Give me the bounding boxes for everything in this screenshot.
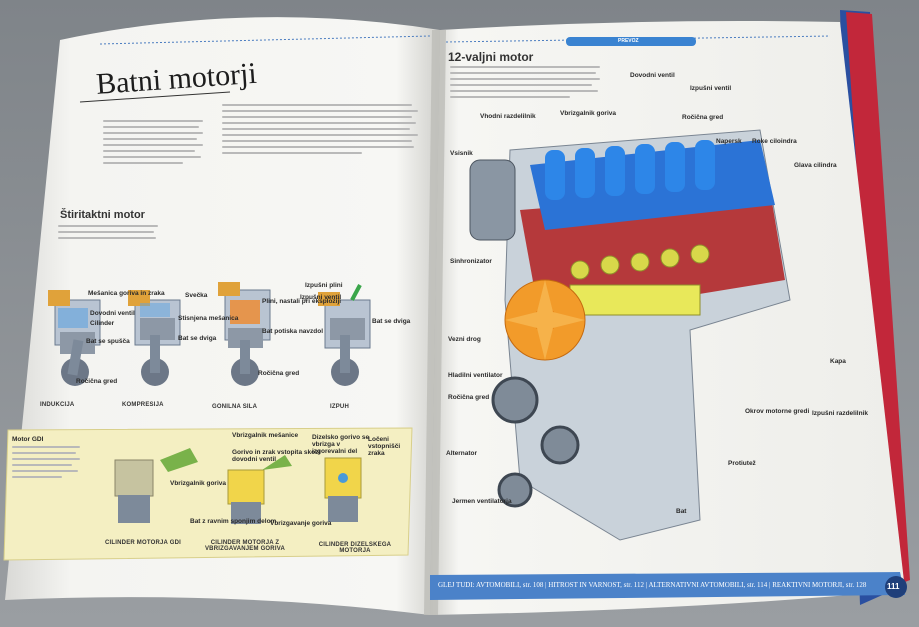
caption-power: GONILNA SILA — [212, 404, 258, 410]
label-alternator: Alternator — [446, 450, 478, 457]
label-cylinder-head: Glava cilindra — [794, 162, 837, 169]
label-cap: Kapa — [830, 358, 846, 365]
label-crankshaft: Ročična gred — [448, 394, 490, 401]
label-inlet-valve: Dovodni ventil — [630, 72, 675, 79]
step3-label-gases: Plini, nastali pri eksploziji — [262, 298, 342, 305]
step1-label-cylinder: Cilinder — [90, 320, 115, 327]
footer-see-also: GLEJ TUDI: AVTOMOBILI, str. 108 | HITROS… — [438, 581, 867, 589]
title-rule — [79, 91, 231, 103]
page-number-circle — [885, 576, 907, 598]
gdi-caption-3: CILINDER DIZELSKEGA MOTORJA — [318, 542, 392, 554]
label-crankcase: Okrov motorne gredi — [745, 408, 810, 415]
page-number: 111 — [887, 582, 900, 591]
book-cover-edge-red — [846, 12, 910, 590]
gdi-cylinders — [114, 448, 362, 524]
section-title: Štiritaktni motor — [60, 209, 145, 221]
label-rocker: Roke ciloindra — [752, 138, 797, 145]
label-inlet-manifold: Vhodni razdelilnik — [480, 113, 536, 120]
prevoz-badge-bg — [566, 37, 696, 46]
gdi-text-block — [12, 446, 82, 482]
step1-label-inlet: Dovodni ventil — [90, 310, 135, 317]
label-intake: Vsisnik — [450, 150, 473, 157]
gdi-label-diesel: Dizelsko gorivo se vbrizga v izgorevalni… — [312, 434, 370, 455]
gdi-caption-2: CILINDER MOTORJA Z VBRIZGAVANJEM GORIVA — [204, 540, 285, 552]
label-fuel-injector: Vbrizgalnik goriva — [560, 110, 616, 117]
label-camshaft: Ročična gred — [682, 114, 724, 121]
label-timing-chain: Sinhronizator — [450, 258, 492, 265]
label-exhaust-valve: Izpušni ventil — [690, 85, 732, 92]
engine-cylinder-2 — [128, 290, 181, 386]
label-piston: Bat — [676, 508, 687, 515]
step1-label-mix: Mešanica goriva in zraka — [88, 290, 165, 297]
left-top-rule — [99, 35, 431, 45]
caption-induction: INDUKCIJA — [40, 402, 75, 408]
label-counterweight: Protiutež — [728, 460, 756, 467]
step4-label-piston-up: Bat se dviga — [372, 318, 411, 325]
footer-band — [430, 572, 905, 600]
step1-label-piston: Bat se spušča — [86, 338, 130, 345]
pulley-large — [491, 376, 539, 424]
engine-cylinder-1 — [48, 290, 101, 386]
crankshaft-label-3: Ročična gred — [258, 370, 300, 377]
label-exhaust-manifold: Izpušni razdelilnik — [812, 410, 868, 417]
step2-label-spark: Svečka — [185, 292, 208, 299]
four-stroke-illustrations — [48, 282, 371, 386]
caption-exhaust: IZPUH — [330, 404, 349, 410]
gutter-shadow — [424, 30, 446, 615]
label-timing: Napersk — [716, 138, 742, 145]
v12-engine-illustration — [469, 129, 791, 541]
pulley-alt — [540, 425, 580, 465]
gdi-caption-1: CILINDER MOTORJA GDI — [105, 540, 182, 546]
step2-label-piston-up: Bat se dviga — [178, 335, 217, 342]
gdi-label-separate-inlets: Ločeni vstopnišči zraka — [368, 436, 401, 457]
crankshaft-label-1: Ročična gred — [76, 378, 118, 385]
section-text-block — [58, 225, 428, 243]
gdi-label-fuel-injector: Vbrizgalnik goriva — [170, 480, 226, 487]
caption-compression: KOMPRESIJA — [122, 402, 164, 408]
right-intro-text — [450, 66, 600, 102]
right-title: 12-valjni motor — [448, 50, 534, 64]
gdi-label-flat-piston: Bat z ravnim sponjim delom — [190, 518, 277, 525]
gdi-label-fuel-air: Gorivo in zrak vstopita skozi dovodni ve… — [232, 449, 321, 463]
body-text-block — [222, 104, 422, 158]
gdi-title: Motor GDI — [12, 436, 44, 443]
engine-cylinder-3 — [218, 282, 271, 386]
label-fan-belt: Jermen ventilatorja — [452, 498, 512, 505]
step4-label-exhaust-valve: Izpušni ventil — [300, 294, 342, 301]
gdi-label-injector-mix: Vbrizgalnik mešanice — [232, 432, 299, 439]
step2-label-compressed: Stisnjena mešanica — [178, 315, 239, 322]
label-cooling-fan: Hladilni ventilator — [448, 372, 503, 379]
intro-text-block — [103, 120, 203, 168]
engine-cylinder-4 — [318, 284, 371, 386]
label-connecting-rod: Vezni drog — [448, 336, 481, 343]
gdi-label-injection: Vbrizgavanje goriva — [270, 520, 332, 527]
gdi-box — [3, 427, 413, 561]
step3-label-push: Bat potiska navzdol — [262, 328, 324, 335]
prevoz-badge: PREVOZ — [618, 38, 639, 44]
step4-label-exhaust-gas: Izpušni plini — [305, 282, 343, 289]
